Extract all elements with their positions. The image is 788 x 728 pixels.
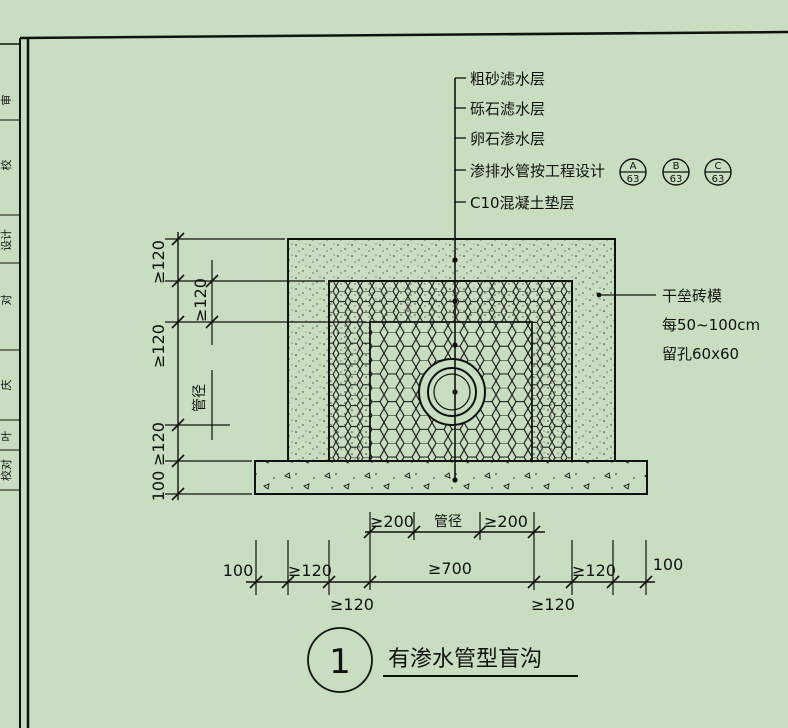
brick-form-note: 干垒砖模 每50~100cm 留孔60x60: [596, 287, 760, 363]
drain-pipe-wall: [433, 373, 471, 411]
dim-left-2: ≥120: [149, 324, 168, 368]
label-concrete: C10混凝土垫层: [470, 194, 575, 212]
dim-top-right: ≥200: [484, 512, 528, 531]
bottom-dimensions: ≥200 管径 ≥200 100 ≥120 ≥700 ≥120 100 ≥120…: [223, 512, 684, 614]
dim-top-pipe: 管径: [434, 514, 462, 530]
detail-number-circle: [307, 627, 373, 693]
label-drain-pipe: 渗排水管按工程设计: [470, 162, 605, 180]
side-label-3: 设计: [0, 229, 13, 251]
dim-row2-c: ≥700: [428, 559, 472, 578]
note-line-2: 每50~100cm: [662, 316, 760, 334]
layer-labels: 粗砂滤水层 砾石滤水层 卵石渗水层 渗排水管按工程设计 C10混凝土垫层: [470, 70, 605, 212]
side-label-7: 校对: [0, 459, 13, 481]
layer-leaders: [452, 77, 466, 483]
note-line-1: 干垒砖模: [662, 287, 722, 305]
side-label-2: 校: [0, 160, 13, 171]
dim-left-4: 100: [149, 471, 168, 502]
note-line-3: 留孔60x60: [662, 345, 739, 363]
svg-text:A: A: [630, 161, 637, 172]
svg-text:63: 63: [712, 174, 725, 185]
label-coarse-sand: 粗砂滤水层: [470, 70, 545, 88]
side-label-4: 对: [0, 295, 13, 306]
ditch-cross-section: [254, 238, 648, 495]
svg-text:63: 63: [670, 174, 683, 185]
side-title-strip: 审 校 设计 对 庆 叶 校对: [0, 95, 20, 491]
dim-left-pipe: 管径: [192, 384, 208, 412]
dim-left-3: ≥120: [149, 422, 168, 466]
drain-pipe-inner: [427, 367, 477, 417]
detail-number: 1: [329, 642, 351, 682]
side-label-1: 审: [0, 95, 13, 106]
dim-left-inner: ≥120: [191, 278, 210, 322]
dim-top-left: ≥200: [370, 512, 414, 531]
svg-text:63: 63: [627, 174, 640, 185]
detail-title: 有渗水管型盲沟: [388, 647, 542, 672]
label-pebble: 卵石渗水层: [470, 130, 545, 148]
ref-symbol-c: C 63: [704, 158, 732, 186]
side-label-5: 庆: [0, 380, 13, 391]
dim-row2-a: 100: [223, 561, 254, 580]
reference-symbols: A 63 B 63 C 63: [619, 158, 732, 186]
detail-caption: 1 有渗水管型盲沟: [307, 627, 578, 693]
dim-row2-e: 100: [653, 555, 684, 574]
dim-row2-d: ≥120: [572, 561, 616, 580]
dim-row3-right: ≥120: [531, 595, 575, 614]
sheet-frame: [0, 30, 788, 728]
svg-text:C: C: [715, 161, 722, 172]
ref-symbol-a: A 63: [619, 158, 647, 186]
dim-row3-left: ≥120: [330, 595, 374, 614]
concrete-base: [254, 460, 648, 495]
side-label-6: 叶: [0, 431, 13, 442]
dim-left-1: ≥120: [149, 240, 168, 284]
left-dimensions: ≥120 ≥120 ≥120 100 ≥120 管径: [149, 232, 366, 501]
label-gravel: 砾石滤水层: [470, 100, 545, 118]
ref-symbol-b: B 63: [662, 158, 690, 186]
svg-text:B: B: [673, 161, 680, 172]
dim-row2-b: ≥120: [288, 561, 332, 580]
